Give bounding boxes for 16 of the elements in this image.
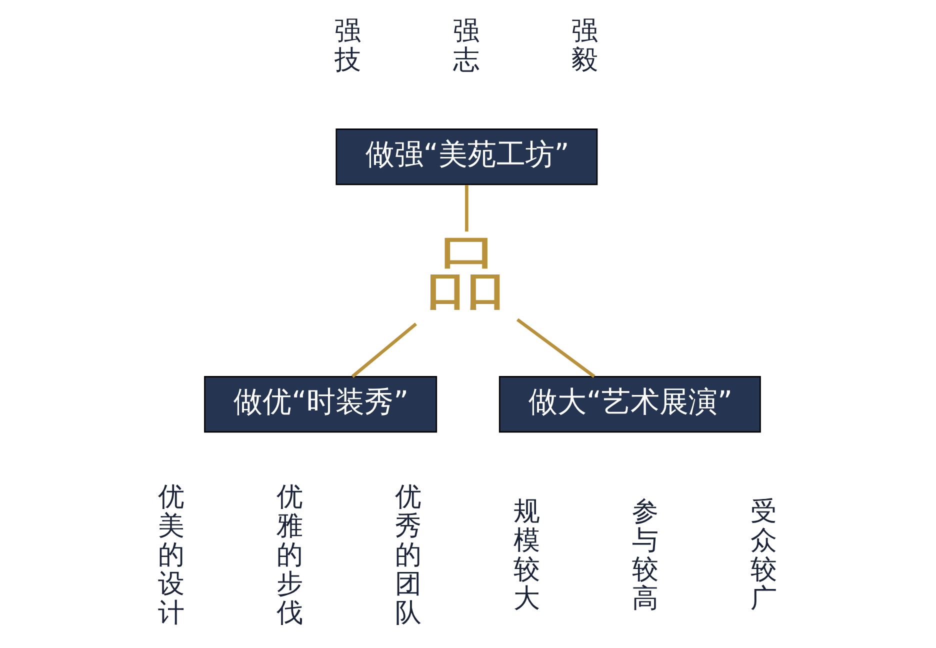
node-label: 优秀的团队	[394, 482, 421, 629]
node-label: 强技	[334, 16, 360, 76]
connector	[516, 318, 596, 378]
node-label: 优雅的步伐	[276, 482, 302, 629]
node-label: 强毅	[571, 16, 598, 76]
node-label: 优美的设计	[158, 482, 184, 629]
node-box: 做大“艺术展演”	[498, 376, 761, 433]
connector	[465, 185, 468, 232]
node-text: 品	[426, 227, 506, 320]
node-box: 做优“时装秀”	[204, 376, 438, 433]
node-label: 强志	[452, 16, 479, 76]
node-label: 参与较高	[632, 497, 658, 614]
connector	[351, 322, 418, 378]
node-label: 受众较广	[750, 497, 776, 614]
node-label: 规模较大	[513, 497, 540, 614]
node-box: 做强“美苑工坊”	[336, 128, 598, 186]
